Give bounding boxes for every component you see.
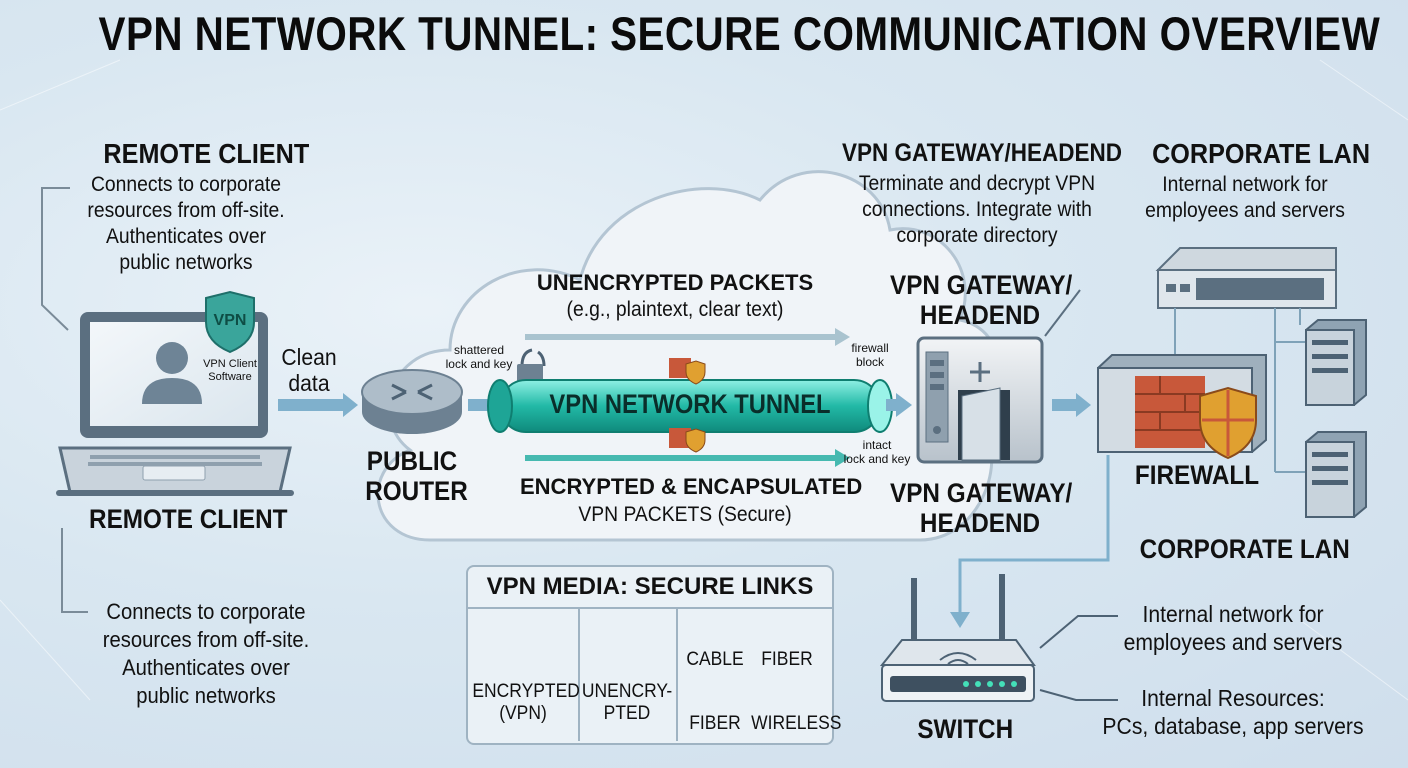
unencrypted-packets-subtitle: (e.g., plaintext, clear text) — [566, 298, 784, 321]
intact-lock-label: intact lock and key — [843, 438, 911, 466]
firewall-small-icon-top — [669, 358, 706, 385]
firewall-block-label: firewall block — [851, 341, 889, 369]
gateway-heading: VPN GATEWAY/HEADEND — [842, 139, 1123, 167]
vpn-tunnel-label: VPN NETWORK TUNNEL — [549, 389, 831, 419]
media-wireless-label: WIRELESS — [751, 713, 842, 734]
server-icon-1 — [1305, 319, 1367, 406]
public-router-label: PUBLIC ROUTER — [365, 446, 468, 506]
switch-icon — [879, 574, 1036, 702]
corporate-lan-description: Internal network for employees and serve… — [1145, 173, 1345, 222]
corporate-lan-description-bottom: Internal network for employees and serve… — [1123, 601, 1343, 655]
gateway-label-top: VPN GATEWAY/ HEADEND — [890, 270, 1073, 330]
unencrypted-packets-title: UNENCRYPTED PACKETS — [536, 270, 814, 295]
switch-label: SWITCH — [917, 714, 1014, 744]
remote-client-description-bottom: Connects to corporate resources from off… — [102, 599, 310, 708]
media-panel-heading: VPN MEDIA: SECURE LINKS — [468, 567, 832, 609]
shattered-lock-icon — [517, 348, 546, 382]
gateway-description: Terminate and decrypt VPN connections. I… — [858, 172, 1096, 247]
gateway-server-icon — [916, 336, 1044, 464]
media-cable-label: CABLE — [686, 649, 744, 670]
encrypted-packets-subtitle: VPN PACKETS (Secure) — [578, 503, 792, 526]
server-icon-2 — [1305, 431, 1367, 518]
vpn-media-panel: VPN MEDIA: SECURE LINKS ENCRYPTED (VPN) … — [466, 565, 842, 745]
encrypted-packets-title: ENCRYPTED & ENCAPSULATED — [520, 474, 863, 499]
firewall-small-icon-bottom — [669, 428, 706, 453]
media-unencrypted-label: UNENCRY- PTED — [581, 681, 673, 724]
remote-client-heading: REMOTE CLIENT — [103, 138, 310, 169]
remote-client-description: Connects to corporate resources from off… — [87, 173, 285, 274]
clean-data-label: Clean data — [281, 344, 337, 396]
remote-client-label: REMOTE CLIENT — [89, 504, 288, 534]
media-fiber-label-top: FIBER — [761, 649, 813, 670]
laptop-icon — [56, 290, 294, 496]
router-icon — [361, 369, 463, 434]
firewall-icon — [1097, 354, 1267, 460]
corporate-lan-label: CORPORATE LAN — [1139, 534, 1350, 564]
internal-resources-description: Internal Resources: PCs, database, app s… — [1102, 685, 1364, 739]
shattered-lock-label: shattered lock and key — [445, 343, 513, 371]
corporate-lan-heading: CORPORATE LAN — [1152, 138, 1371, 169]
media-fiber-label-bottom: FIBER — [689, 713, 741, 734]
vpn-client-software-label: VPN Client Software — [203, 358, 257, 383]
shield-vpn-text: VPN — [213, 312, 247, 329]
page-title: VPN NETWORK TUNNEL: SECURE COMMUNICATION… — [98, 7, 1381, 60]
network-switch-icon — [1155, 247, 1337, 309]
media-encrypted-label: ENCRYPTED (VPN) — [472, 681, 580, 724]
gateway-label-bottom: VPN GATEWAY/ HEADEND — [890, 478, 1073, 538]
firewall-label: FIREWALL — [1134, 460, 1260, 490]
